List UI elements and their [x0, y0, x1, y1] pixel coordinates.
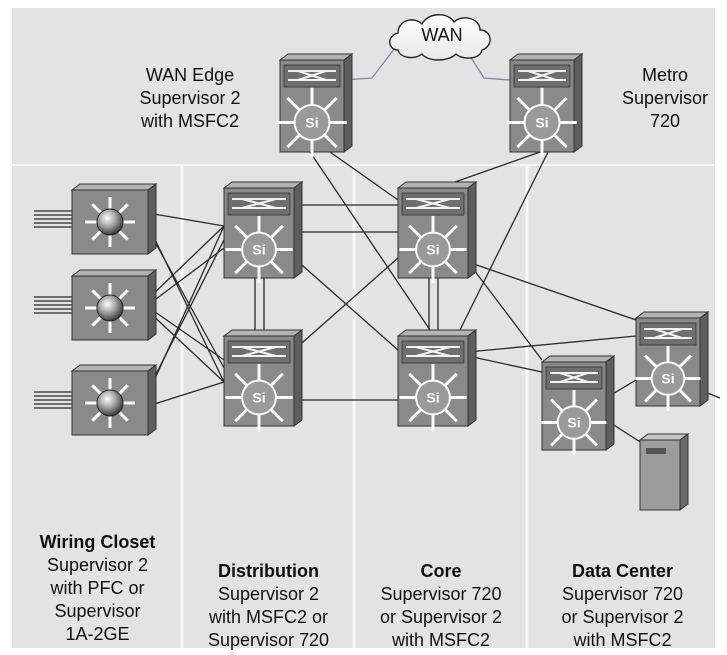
column-description: Supervisor 720 or Supervisor 2 with MSFC…: [561, 584, 684, 650]
link: [459, 151, 549, 331]
column-title: Distribution: [218, 561, 319, 581]
core-switch-1: Si: [396, 181, 478, 284]
switch-symbol-label: Si: [567, 415, 580, 431]
link: [309, 151, 431, 331]
switch-symbol-label: Si: [426, 390, 439, 406]
column-title: Wiring Closet: [39, 532, 156, 552]
uplink: [147, 247, 225, 306]
wan-cloud: [389, 14, 491, 61]
link: [467, 335, 637, 353]
column-title: Data Center: [571, 561, 674, 581]
uplink: [147, 310, 225, 383]
wan-label: WAN: [421, 25, 463, 45]
data-center-switch-1: Si: [540, 355, 616, 455]
access-switch-2: [70, 269, 158, 341]
switch-symbol-label: Si: [535, 115, 548, 131]
uplink: [147, 306, 225, 361]
metro-router-right: Si: [507, 53, 584, 158]
data-center-server: [638, 433, 690, 511]
column-title: Core: [420, 561, 462, 581]
link: [467, 261, 543, 361]
wan-edge-router-left: Si: [277, 53, 354, 158]
wan-link: [469, 55, 511, 81]
link: [467, 261, 637, 321]
switch-symbol-label: Si: [661, 371, 674, 387]
uplink: [147, 225, 225, 300]
distribution-switch-1: Si: [222, 181, 304, 284]
column-description: Supervisor 2 with MSFC2 or Supervisor 72…: [207, 584, 330, 650]
data-center-switch-2: Si: [634, 311, 710, 411]
uplink: [147, 212, 225, 227]
uplink: [147, 239, 225, 391]
link: [467, 355, 543, 373]
access-switch-3: [70, 364, 158, 436]
network-links: [34, 43, 721, 446]
switch-symbol-label: Si: [252, 242, 265, 258]
link: [454, 151, 541, 183]
distribution-switch-2: Si: [222, 329, 304, 432]
access-switch-1: [70, 183, 158, 255]
metro-label: Metro Supervisor 720: [621, 65, 709, 131]
uplink: [147, 381, 225, 407]
column-description: Supervisor 2 with PFC or Supervisor 1A-2…: [46, 555, 149, 644]
switch-symbol-label: Si: [426, 242, 439, 258]
column-description: Supervisor 720 or Supervisor 2 with MSFC…: [379, 584, 503, 650]
switch-symbol-label: Si: [252, 390, 265, 406]
wan-link: [343, 43, 399, 81]
core-switch-2: Si: [396, 329, 478, 432]
switch-symbol-label: Si: [305, 115, 318, 131]
link: [293, 257, 399, 351]
link: [329, 151, 399, 201]
wan-edge-label: WAN Edge Supervisor 2 with MSFC2: [139, 65, 241, 131]
uplink: [147, 228, 225, 369]
